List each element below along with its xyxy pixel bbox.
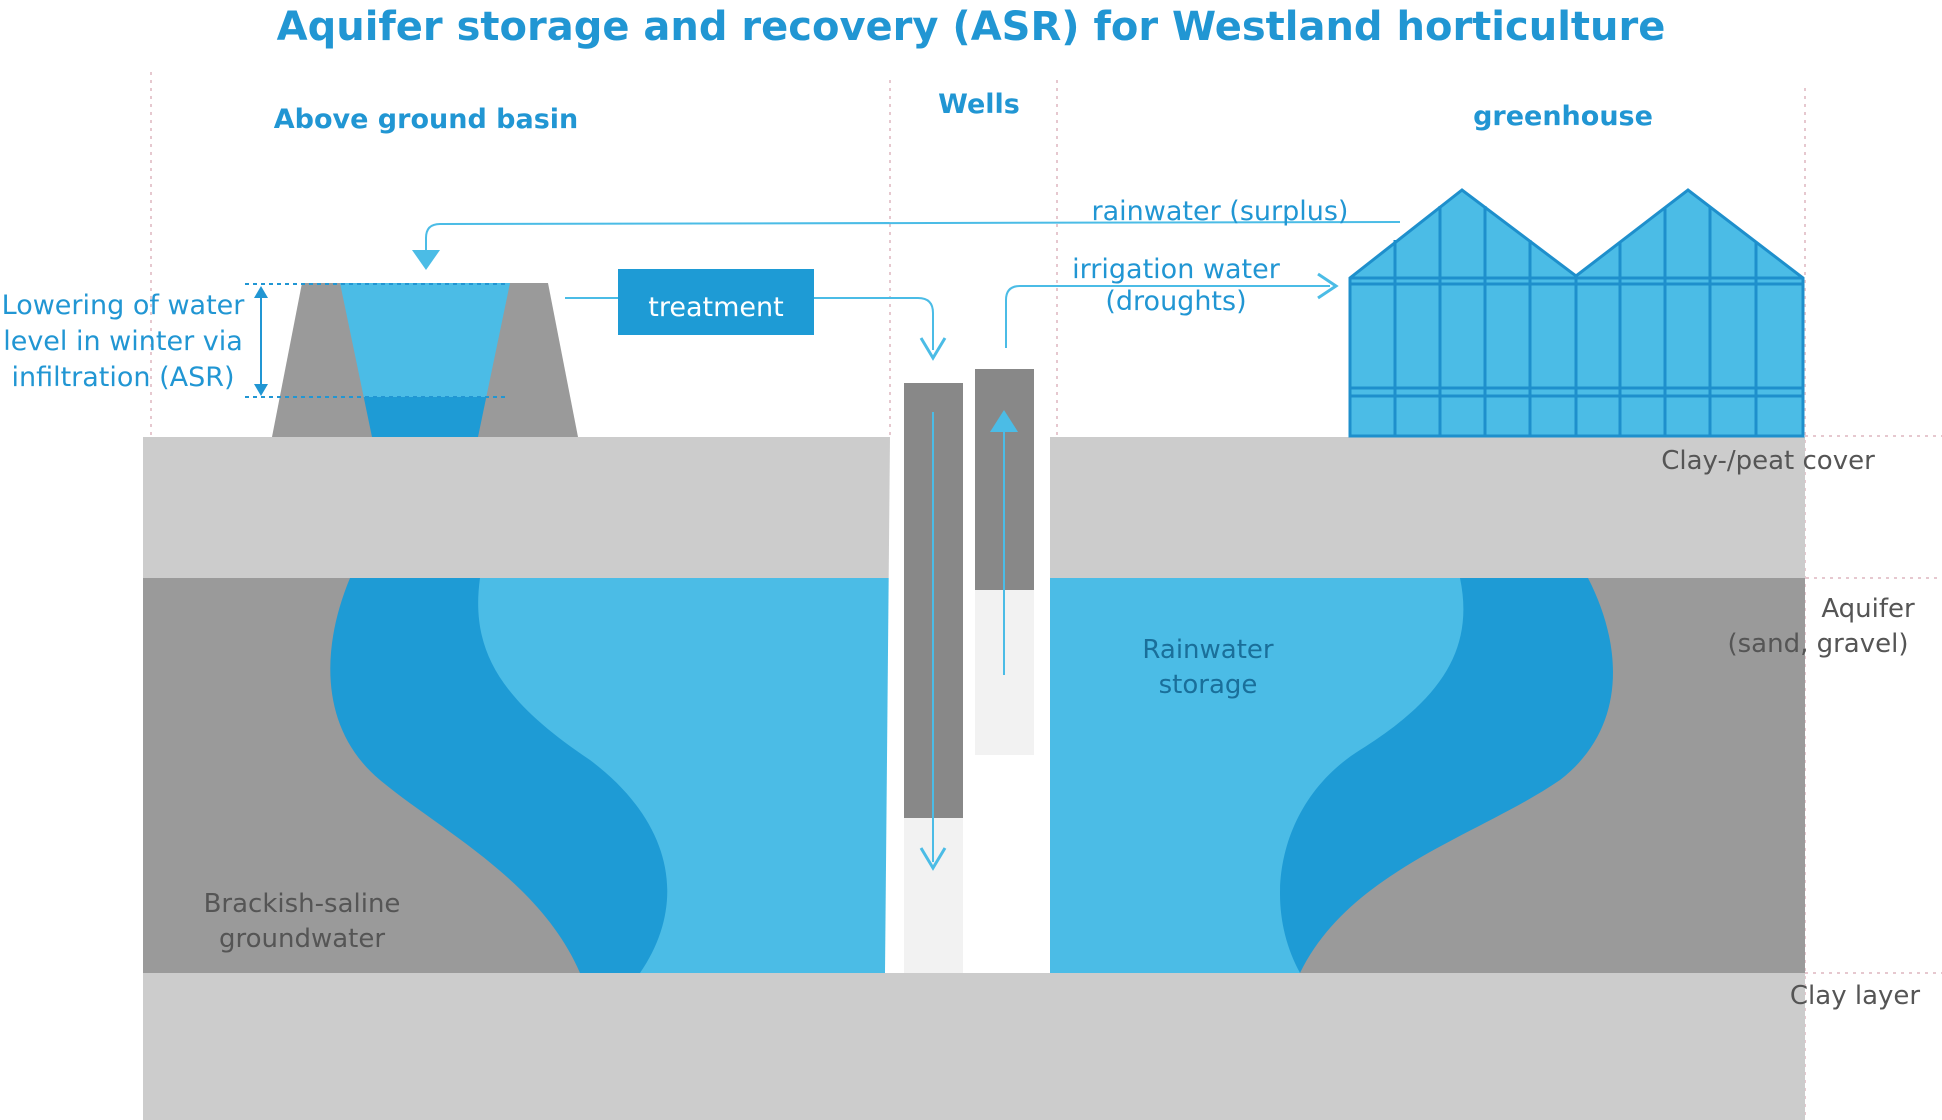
- layer-label-clay: Clay layer: [1790, 981, 1921, 1011]
- left-rainwater-storage: [478, 578, 890, 973]
- basin-inflow-arrow-icon: [412, 250, 440, 270]
- layer-label-aquifer-line2: (sand, gravel): [1727, 629, 1908, 659]
- treatment-to-well-flow: [814, 297, 934, 350]
- level-up-arrow-icon: [254, 286, 268, 298]
- section-label-basin: Above ground basin: [274, 104, 579, 135]
- right-rainwater-storage: [1050, 578, 1464, 973]
- clay-layer: [143, 973, 1805, 1120]
- treatment-label: treatment: [648, 292, 783, 323]
- rainwater-surplus-flow: [425, 221, 1401, 262]
- lowering-label-line2: level in winter via: [3, 326, 243, 357]
- well-inflow-arrow-icon: [919, 337, 947, 361]
- brackish-label-line1: Brackish-saline: [204, 889, 401, 919]
- lowering-label-line3: infiltration (ASR): [11, 362, 234, 393]
- layer-label-clay-peat: Clay-/peat cover: [1661, 446, 1875, 476]
- brackish-label-line2: groundwater: [219, 924, 385, 954]
- rainwater-surplus-label: rainwater (surplus): [1092, 196, 1349, 227]
- section-label-wells: Wells: [938, 89, 1020, 120]
- infiltration-arrow-icon: [919, 847, 947, 871]
- basin-right-dike: [478, 283, 578, 437]
- irrigation-label-line1: irrigation water: [1072, 254, 1281, 285]
- diagram-title: Aquifer storage and recovery (ASR) for W…: [277, 4, 1666, 50]
- section-label-greenhouse: greenhouse: [1473, 101, 1653, 132]
- layer-label-aquifer-line1: Aquifer: [1821, 594, 1915, 624]
- layer-boundary-lines: [1790, 435, 1942, 974]
- irrigation-flow: [1005, 285, 1330, 348]
- rainwater-storage-label-line2: storage: [1159, 670, 1258, 700]
- greenhouse-icon: [1348, 188, 1805, 438]
- basin-left-dike: [272, 283, 372, 437]
- irrigation-label-line2: (droughts): [1105, 286, 1246, 317]
- recovery-arrow-icon: [990, 410, 1018, 432]
- rainwater-storage-label-line1: Rainwater: [1142, 635, 1274, 665]
- treatment-box: [618, 269, 814, 335]
- level-down-arrow-icon: [254, 384, 268, 396]
- lowering-label-line1: Lowering of water: [2, 290, 246, 321]
- greenhouse-inflow-arrow-icon: [1317, 272, 1339, 300]
